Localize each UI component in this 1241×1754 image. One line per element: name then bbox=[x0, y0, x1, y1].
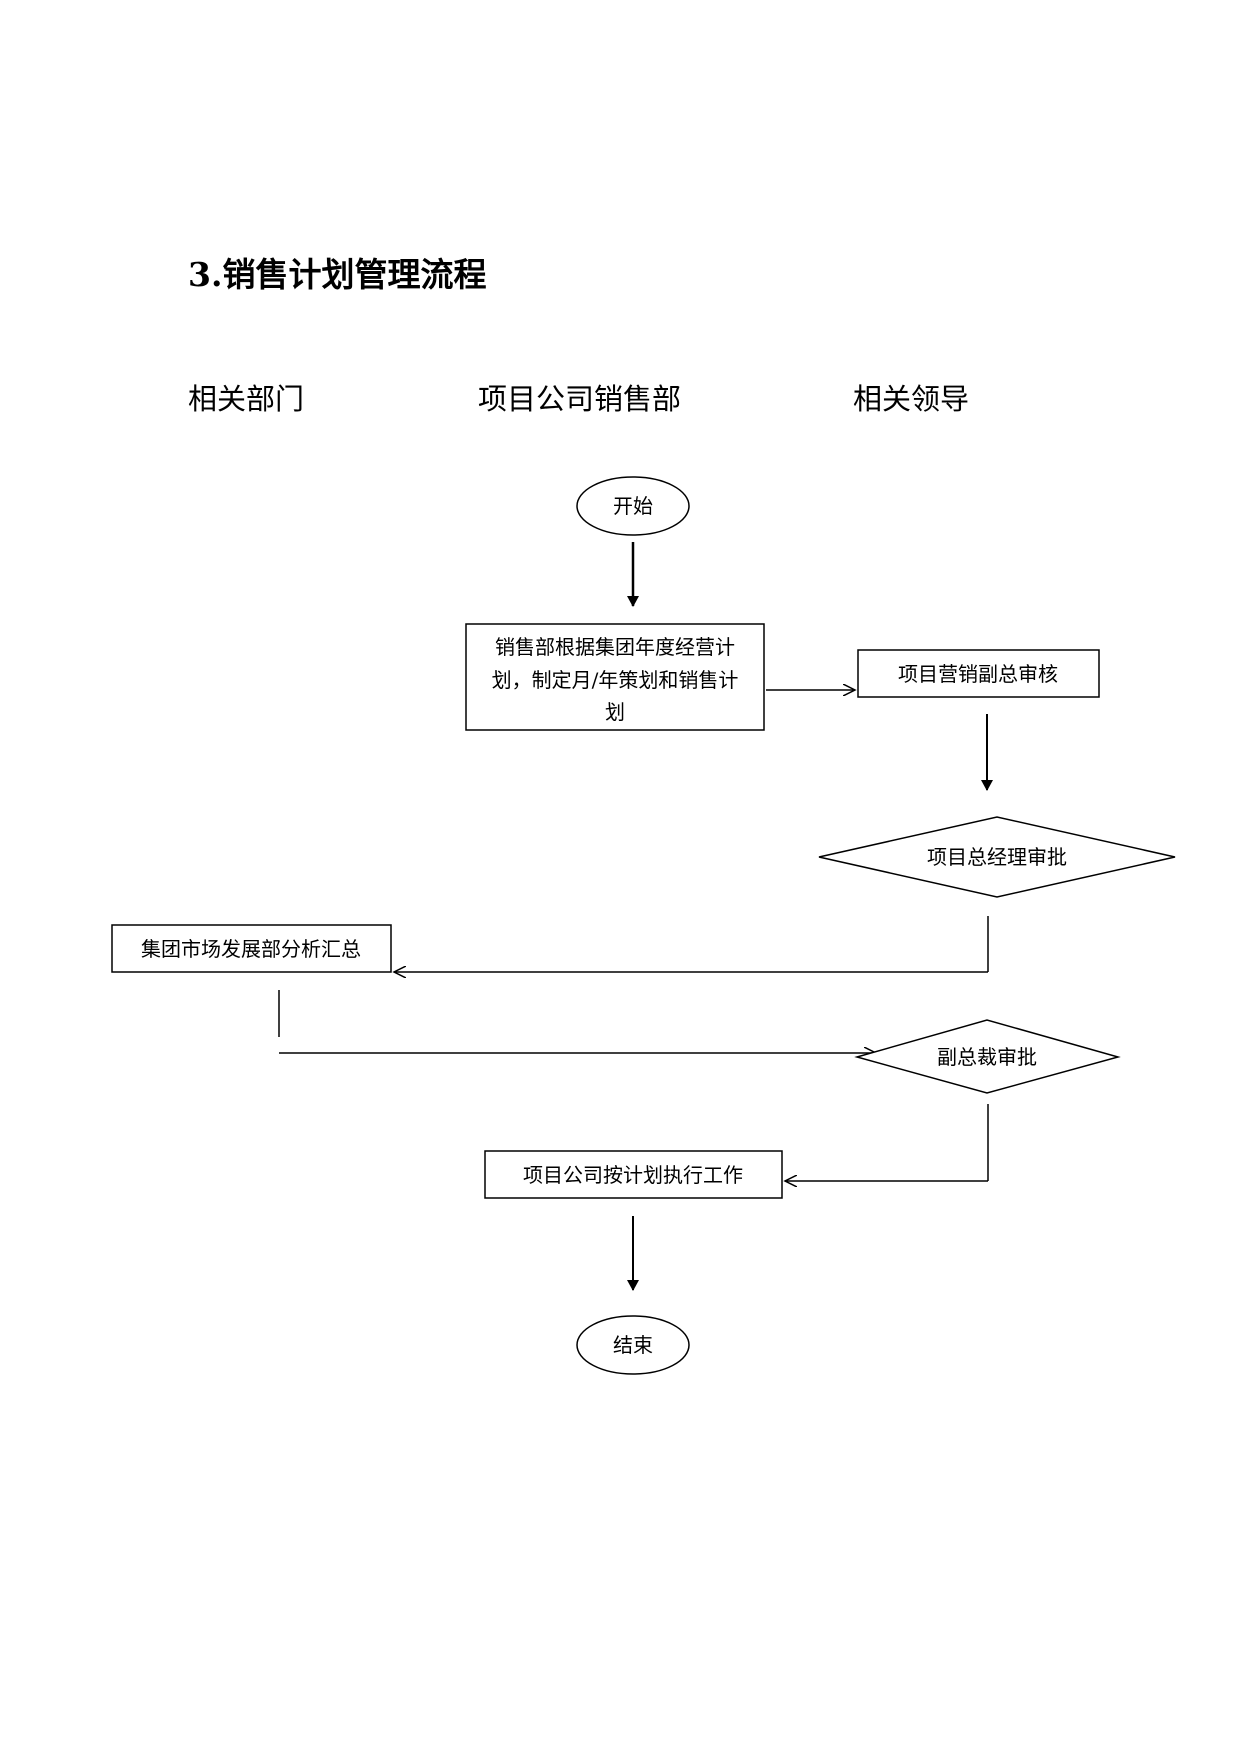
gm-approval-label: 项目总经理审批 bbox=[927, 845, 1067, 869]
lane-header-project-sales-dept: 项目公司销售部 bbox=[478, 382, 682, 416]
make-plan-line-3: 划 bbox=[605, 700, 625, 724]
execute-plan-label: 项目公司按计划执行工作 bbox=[523, 1163, 743, 1187]
execute-plan-box bbox=[484, 1150, 783, 1199]
vp-approval-diamond bbox=[854, 1019, 1121, 1094]
end-label: 结束 bbox=[613, 1333, 653, 1357]
lane-header-related-departments: 相关部门 bbox=[188, 382, 305, 416]
make-plan-line-1: 销售部根据集团年度经营计 bbox=[495, 635, 735, 659]
vp-marketing-review-box bbox=[857, 649, 1100, 698]
vp-marketing-review-label: 项目营销副总审核 bbox=[898, 662, 1058, 686]
page-title: 3.销售计划管理流程 bbox=[188, 255, 487, 294]
group-market-summary-label: 集团市场发展部分析汇总 bbox=[141, 937, 361, 961]
vp-approval-label: 副总裁审批 bbox=[937, 1045, 1037, 1069]
lane-header-related-leaders: 相关领导 bbox=[853, 382, 970, 416]
make-plan-line-2: 划，制定月/年策划和销售计 bbox=[492, 668, 739, 692]
start-terminal bbox=[576, 476, 690, 536]
start-label: 开始 bbox=[613, 494, 653, 518]
end-terminal bbox=[576, 1315, 690, 1375]
gm-approval-diamond bbox=[818, 816, 1176, 898]
group-market-summary-box bbox=[111, 924, 392, 973]
make-plan-box bbox=[465, 623, 765, 731]
